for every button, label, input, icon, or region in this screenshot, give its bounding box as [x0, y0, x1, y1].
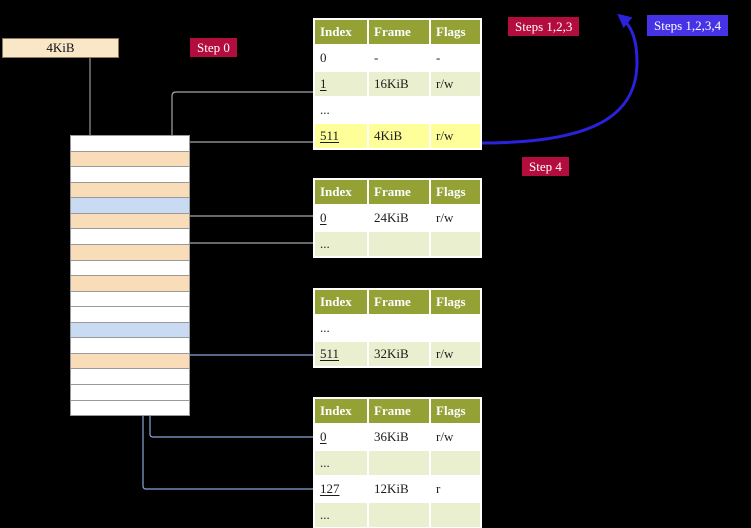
memory-frame-row	[71, 400, 189, 416]
table-row: ...	[313, 96, 482, 124]
cell-flags: r	[429, 475, 482, 503]
memory-frame-row	[71, 291, 189, 308]
cell-frame: 36KiB	[367, 423, 431, 451]
cell-flags: r/w	[429, 340, 482, 368]
cell-index: 511	[313, 340, 369, 368]
cell-flags: -	[429, 44, 482, 72]
cell-frame	[367, 230, 431, 258]
memory-frame-row	[71, 338, 189, 354]
cell-frame: 12KiB	[367, 475, 431, 503]
column-header: Flags	[429, 288, 482, 316]
memory-frame-row	[71, 151, 189, 168]
column-header: Index	[313, 18, 369, 46]
table-row: 0--	[313, 44, 482, 72]
cell-index: ...	[313, 314, 369, 342]
step4-badge: Step 4	[522, 157, 569, 176]
cell-index: ...	[313, 501, 369, 528]
column-header: Index	[313, 178, 369, 206]
cell-index: 511	[313, 122, 369, 150]
memory-frame-row	[71, 353, 189, 370]
memory-frame-row	[71, 244, 189, 261]
cell-index: 0	[313, 44, 369, 72]
cell-flags: r/w	[429, 70, 482, 98]
cell-index: ...	[313, 96, 369, 124]
column-header: Frame	[367, 178, 431, 206]
cell-frame: 24KiB	[367, 204, 431, 232]
steps1234-badge: Steps 1,2,3,4	[647, 15, 729, 36]
cell-frame: -	[367, 44, 431, 72]
column-header: Frame	[367, 288, 431, 316]
arrow-l4-entry511-recursive	[181, 141, 313, 151]
l4-table-address-box: 4KiB	[2, 38, 119, 58]
cell-frame: 32KiB	[367, 340, 431, 368]
physical-memory-strip	[70, 135, 190, 416]
cell-flags	[429, 314, 482, 342]
active-index-value: 0	[320, 210, 327, 225]
cell-flags: r/w	[429, 423, 482, 451]
active-index-value: 511	[320, 128, 340, 143]
column-header: Flags	[429, 178, 482, 206]
active-index-value: 127	[320, 481, 340, 496]
memory-frame-row	[71, 276, 189, 292]
cell-index: ...	[313, 230, 369, 258]
column-header: Index	[313, 288, 369, 316]
column-header: Frame	[367, 18, 431, 46]
cell-flags	[429, 96, 482, 124]
table-row: ...	[313, 501, 482, 528]
cell-flags: r/w	[429, 122, 482, 150]
cell-frame	[367, 96, 431, 124]
steps123-badge: Steps 1,2,3	[508, 17, 580, 36]
active-index-value: 511	[320, 346, 340, 361]
cell-index: 1	[313, 70, 369, 98]
memory-frame-row	[71, 213, 189, 230]
cell-frame: 16KiB	[367, 70, 431, 98]
column-header: Frame	[367, 397, 431, 425]
step0-badge: Step 0	[190, 38, 237, 57]
arrow-l3-dots-to-frame	[173, 240, 313, 250]
cell-flags	[429, 449, 482, 477]
memory-frame-row	[71, 198, 189, 214]
memory-frame-row	[71, 167, 189, 183]
column-header: Flags	[429, 397, 482, 425]
cell-frame	[367, 314, 431, 342]
table-row: ...	[313, 449, 482, 477]
cell-index: 127	[313, 475, 369, 503]
memory-frame-row	[71, 307, 189, 323]
memory-frame-row	[71, 260, 189, 277]
memory-frame-row	[71, 322, 189, 339]
arrow-l4-entry1-to-frame	[167, 91, 313, 149]
memory-frame-row	[71, 229, 189, 245]
memory-frame-row	[71, 136, 189, 152]
memory-frame-row	[71, 385, 189, 401]
cell-flags	[429, 230, 482, 258]
cell-flags	[429, 501, 482, 528]
cell-frame	[367, 501, 431, 528]
column-header: Index	[313, 397, 369, 425]
column-header: Flags	[429, 18, 482, 46]
table-row: ...	[313, 314, 482, 342]
cell-frame: 4KiB	[367, 122, 431, 150]
table-row: ...	[313, 230, 482, 258]
cell-index: ...	[313, 449, 369, 477]
l4-table-address-label: 4KiB	[46, 40, 75, 55]
memory-frame-row	[71, 182, 189, 199]
cell-frame	[367, 449, 431, 477]
active-index-value: 0	[320, 429, 327, 444]
cell-index: 0	[313, 423, 369, 451]
memory-frame-row	[71, 369, 189, 385]
active-index-value: 1	[320, 76, 327, 91]
cell-index: 0	[313, 204, 369, 232]
cell-flags: r/w	[429, 204, 482, 232]
